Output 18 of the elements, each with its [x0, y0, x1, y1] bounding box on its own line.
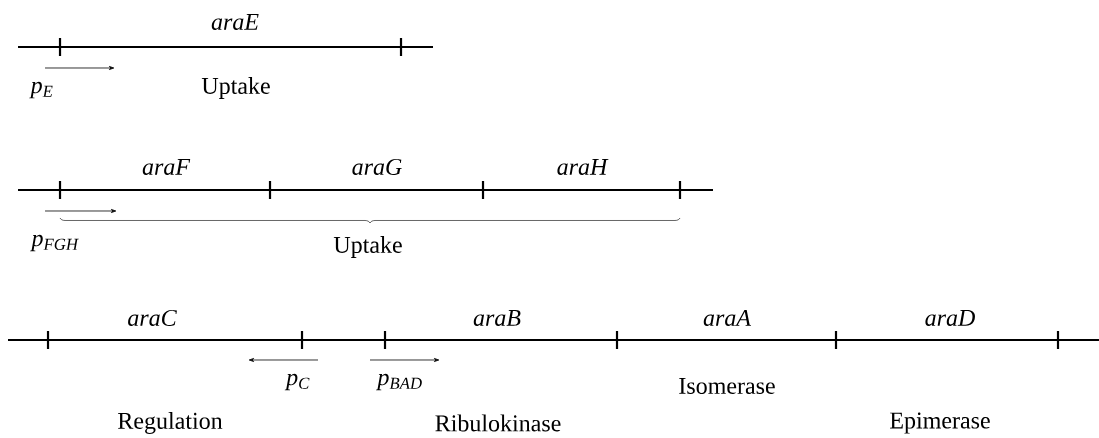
promoter-label: p$_{BAD}$: [376, 373, 422, 391]
gene-label: araC: [128, 309, 177, 327]
function-label: Uptake: [333, 236, 402, 258]
gene-label: araF: [142, 159, 191, 175]
promoter-label: p$_{E}$: [29, 81, 53, 99]
function-label: Ribulokinase: [435, 414, 561, 432]
function-label: Epimerase: [890, 412, 990, 434]
gene-label: araE: [211, 14, 259, 30]
promoter-label: p$_{FGH}$: [30, 234, 79, 252]
gene-label: araB: [473, 310, 521, 326]
gene-label: araG: [352, 158, 402, 176]
gene-label: araH: [557, 159, 609, 175]
function-label: Isomerase: [679, 378, 775, 394]
promoter-label: p$_{C}$: [284, 373, 310, 391]
gene-label: araA: [703, 309, 752, 327]
function-label: Uptake: [201, 77, 270, 99]
gene-label: araD: [925, 310, 975, 326]
function-label: Regulation: [118, 412, 223, 434]
